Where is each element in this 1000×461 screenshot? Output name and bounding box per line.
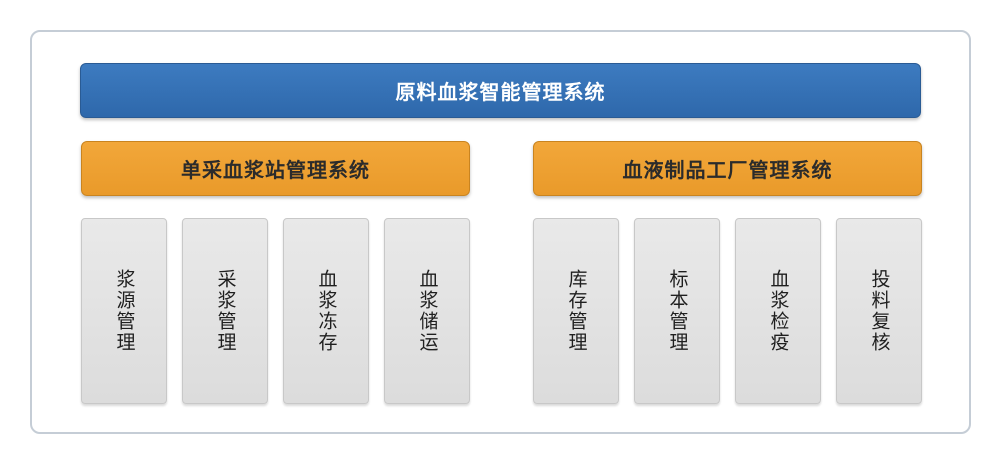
- module-label: 血浆检疫: [767, 269, 790, 353]
- module-box: 血浆冻存: [283, 218, 369, 404]
- module-label: 采浆管理: [214, 269, 237, 353]
- module-box: 血浆储运: [384, 218, 470, 404]
- module-label: 标本管理: [666, 269, 689, 353]
- module-box: 浆源管理: [81, 218, 167, 404]
- module-box: 投料复核: [836, 218, 922, 404]
- module-label: 血浆储运: [416, 269, 439, 353]
- main-system-title: 原料血浆智能管理系统: [80, 63, 921, 118]
- module-label: 浆源管理: [113, 269, 136, 353]
- plasma-station-system-title: 单采血浆站管理系统: [81, 141, 470, 196]
- module-label: 投料复核: [868, 269, 891, 353]
- module-box: 标本管理: [634, 218, 720, 404]
- blood-products-factory-system-title: 血液制品工厂管理系统: [533, 141, 922, 196]
- module-label: 血浆冻存: [315, 269, 338, 353]
- module-box: 血浆检疫: [735, 218, 821, 404]
- module-box: 库存管理: [533, 218, 619, 404]
- module-box: 采浆管理: [182, 218, 268, 404]
- module-label: 库存管理: [565, 269, 588, 353]
